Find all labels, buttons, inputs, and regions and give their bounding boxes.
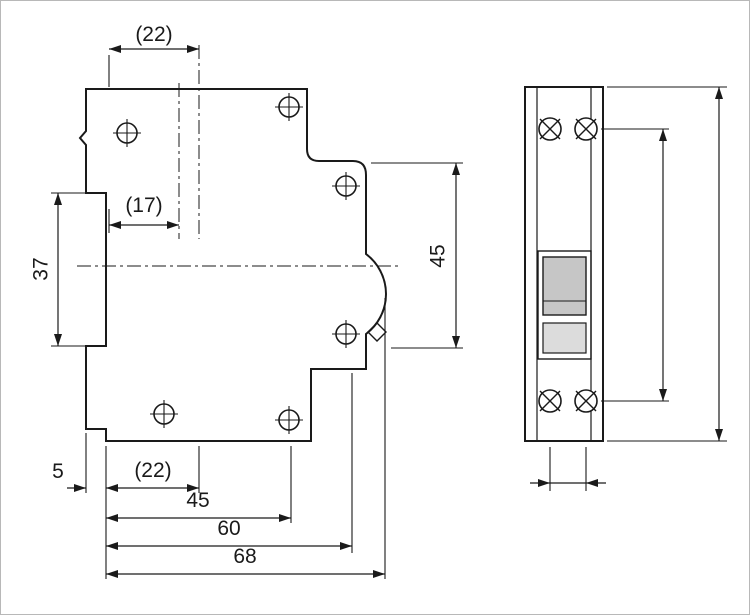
terminal-screw-bottom-right	[574, 389, 598, 413]
dim-inner-width-label: (17)	[125, 194, 162, 217]
terminal-screw-top-right	[574, 117, 598, 141]
dim-top-width-label: (22)	[135, 23, 172, 46]
toggle-housing	[537, 250, 592, 360]
terminal-screw-bottom-left	[538, 389, 562, 413]
front-view	[524, 86, 604, 442]
dim-rail-height-label: 37	[30, 257, 53, 280]
terminal-screw-top-left	[538, 117, 562, 141]
screw-hole-bottom-right	[275, 406, 303, 434]
screw-hole-top-left	[113, 119, 141, 147]
front-view-dimensions	[530, 86, 727, 491]
screw-hole-top-inner	[275, 93, 303, 121]
screw-hole-right-upper	[332, 172, 360, 200]
dim-bottom-pitch-label: (22)	[134, 459, 171, 482]
dim-depth-45-label: 45	[186, 489, 209, 512]
breaker-side-outline	[78, 88, 387, 442]
screw-hole-right-lower	[332, 320, 360, 348]
locking-clip-diamond	[367, 322, 387, 342]
screw-hole-bottom-left	[150, 400, 178, 428]
dim-depth-60-label: 60	[217, 517, 240, 540]
toggle-switch	[537, 250, 592, 360]
side-view-dimensions: (22) (17) 37 45 5 (22) 45 60	[30, 23, 463, 579]
toggle-lower-block	[542, 322, 587, 354]
side-view	[77, 45, 399, 442]
dim-side-height-label: 45	[427, 244, 450, 267]
toggle-handle	[542, 256, 587, 316]
dim-clip-depth-label: 5	[52, 460, 64, 483]
dim-depth-68-label: 68	[233, 545, 256, 568]
